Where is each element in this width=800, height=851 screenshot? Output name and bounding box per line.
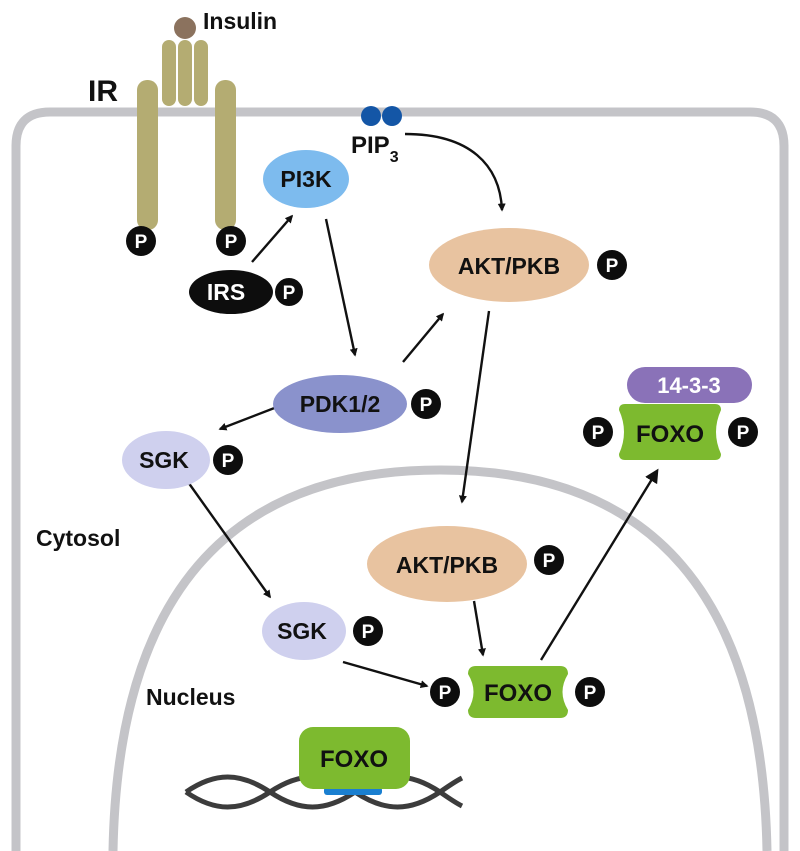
foxo-cytosol-node	[619, 404, 721, 460]
akt-cytosol-phosphate: P	[597, 250, 627, 280]
svg-text:P: P	[439, 683, 452, 704]
pi3k-node	[263, 150, 349, 208]
pip3-headgroup-left	[361, 106, 381, 126]
ir-label: IR	[88, 75, 118, 108]
akt-nucleus-label: AKT/PKB	[396, 552, 498, 578]
arrow-pi3k-to-pdk	[324, 218, 358, 357]
arrow-sgk-to-foxo	[342, 660, 429, 689]
receptor-phosphate-right: P	[216, 226, 246, 256]
pip3-subscript: 3	[390, 149, 399, 166]
svg-text:P: P	[225, 232, 238, 253]
sgk-cytosol-label: SGK	[139, 447, 189, 473]
pip3-headgroup-right	[382, 106, 402, 126]
arrow-pdk-to-sgk	[218, 405, 278, 431]
adaptor-14-3-3-label: 14-3-3	[657, 373, 721, 398]
svg-text:P: P	[420, 395, 433, 416]
pathway-arrows	[187, 132, 659, 689]
arrow-akt-into-nucleus	[458, 310, 491, 504]
svg-text:P: P	[362, 622, 375, 643]
arrow-pdk-to-akt	[402, 312, 445, 363]
pip3-label: PIP3	[351, 132, 399, 166]
svg-text:P: P	[222, 451, 235, 472]
pdk-label: PDK1/2	[300, 391, 381, 417]
nucleus-label: Nucleus	[146, 684, 235, 710]
sgk-cytosol-node	[122, 431, 210, 489]
foxo-cytosol-phosphate-right: P	[728, 417, 758, 447]
irs-node	[189, 270, 273, 314]
insulin-label: Insulin	[203, 8, 277, 34]
svg-text:P: P	[283, 283, 296, 304]
svg-text:P: P	[543, 551, 556, 572]
sgk-cytosol-phosphate: P	[213, 445, 243, 475]
receptor-alpha-center	[178, 40, 192, 106]
irs-label: IRS	[207, 279, 245, 305]
arrow-foxo-export	[539, 468, 659, 661]
adaptor-14-3-3-node	[627, 367, 752, 403]
akt-nucleus-phosphate: P	[534, 545, 564, 575]
foxo-dna-bound-node	[299, 727, 410, 789]
foxo-nucleus-label: FOXO	[484, 680, 552, 707]
sgk-nucleus-phosphate: P	[353, 616, 383, 646]
akt-cytosol-label: AKT/PKB	[458, 253, 560, 279]
svg-text:P: P	[592, 423, 605, 444]
receptor-beta-right	[215, 80, 236, 230]
svg-text:P: P	[737, 423, 750, 444]
foxo-cytosol-phosphate-left: P	[583, 417, 613, 447]
arrow-irs-to-pi3k	[251, 214, 294, 263]
receptor-alpha-right	[194, 40, 208, 106]
receptor-beta-left	[137, 80, 158, 230]
insulin-molecule	[174, 17, 196, 39]
foxo-nucleus-phosphate-right: P	[575, 677, 605, 707]
svg-text:P: P	[606, 256, 619, 277]
foxo-dna-label: FOXO	[320, 746, 388, 773]
sgk-nucleus-node	[262, 602, 346, 660]
sgk-nucleus-label: SGK	[277, 618, 327, 644]
arrow-akt-to-foxo	[472, 600, 486, 657]
receptor-alpha-left	[162, 40, 176, 106]
pdk-node	[273, 375, 407, 433]
pdk-phosphate: P	[411, 389, 441, 419]
insulin-receptor	[137, 40, 236, 230]
receptor-phosphate-left: P	[126, 226, 156, 256]
cytosol-label: Cytosol	[36, 525, 120, 551]
foxo-cytosol-label: FOXO	[636, 421, 704, 448]
svg-text:P: P	[584, 683, 597, 704]
nuclear-envelope	[108, 465, 772, 851]
foxo-nucleus-node	[468, 666, 568, 718]
irs-phosphate: P	[273, 276, 305, 308]
arrow-pip3-to-akt	[404, 132, 506, 212]
foxo-nucleus-phosphate-left: P	[430, 677, 460, 707]
akt-cytosol-node	[429, 228, 589, 302]
svg-text:P: P	[135, 232, 148, 253]
arrow-sgk-into-nucleus	[187, 481, 271, 599]
pi3k-label: PI3K	[280, 166, 332, 192]
akt-nucleus-node	[367, 526, 527, 602]
